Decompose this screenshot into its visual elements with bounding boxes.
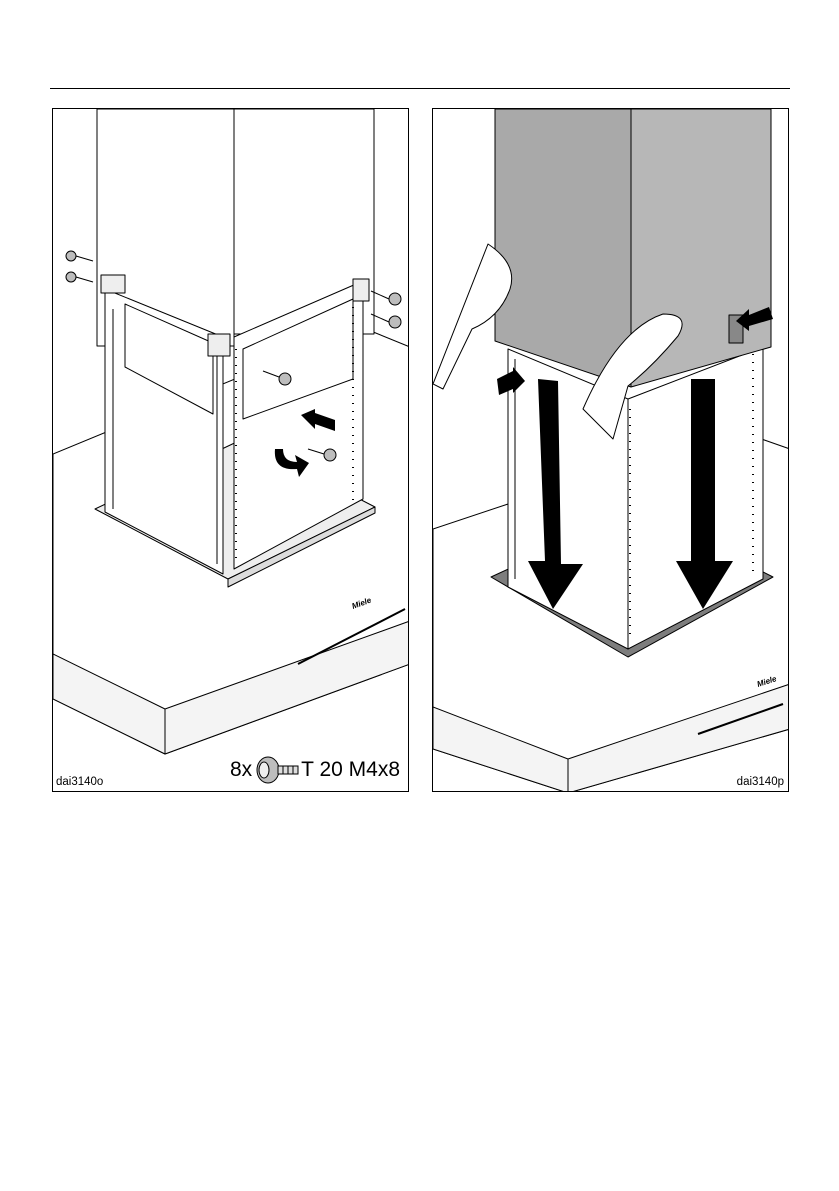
figure-left: Miele xyxy=(52,108,409,792)
figure-code: dai3140p xyxy=(737,776,784,788)
header-rule xyxy=(50,88,790,89)
illustration-chimney-screw-fixing: Miele xyxy=(53,109,409,792)
figure-right: Miele dai3140 xyxy=(432,108,789,792)
figure-code: dai3140o xyxy=(56,776,103,788)
illustration-chimney-lowering: Miele xyxy=(433,109,789,792)
screw-callout: 8x T 20 M4x8 xyxy=(230,753,400,787)
screw-spec: T 20 M4x8 xyxy=(301,758,400,782)
screw-icon xyxy=(254,755,300,785)
screw-quantity: 8x xyxy=(230,758,252,782)
